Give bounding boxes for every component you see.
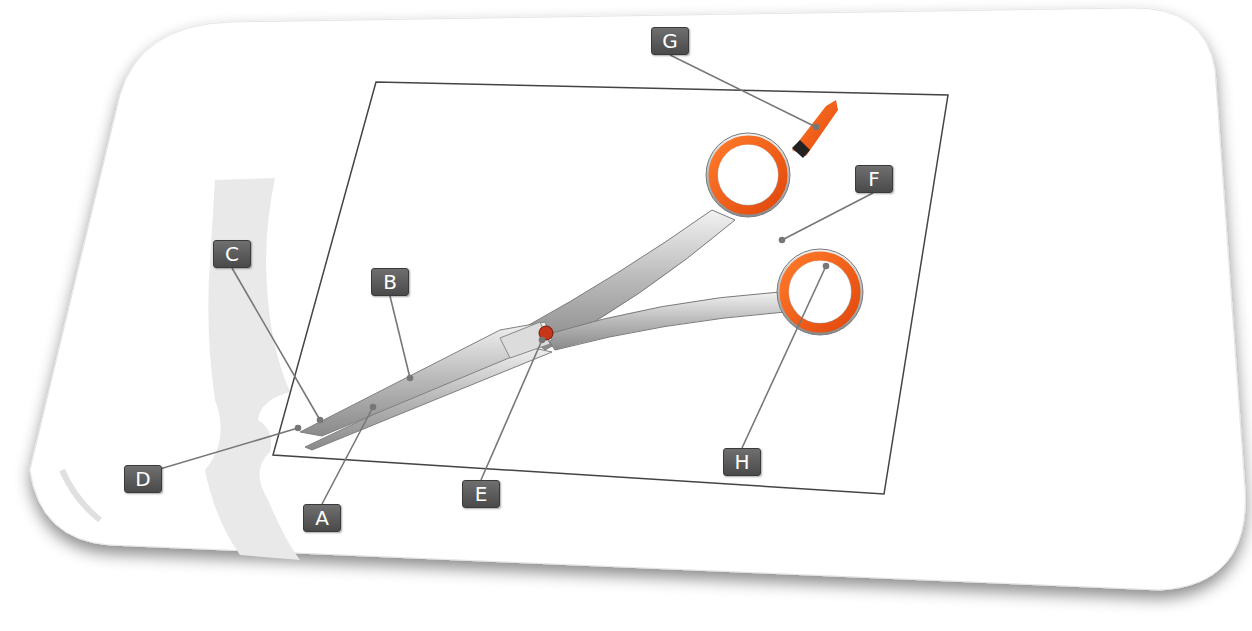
leader-line	[143, 428, 298, 474]
ring-opening	[718, 145, 778, 205]
leader-end	[371, 405, 376, 410]
callout-letter: D	[124, 465, 162, 493]
leader-lines	[143, 55, 873, 504]
callout-letter: H	[723, 448, 761, 476]
leader-line	[322, 407, 373, 504]
callout-letter: C	[213, 240, 251, 268]
leader-line	[782, 193, 873, 240]
callout-letter: F	[855, 165, 893, 193]
callout-letter: B	[371, 268, 409, 296]
upper-ring-insert	[713, 140, 783, 210]
finger-rest-base	[792, 140, 810, 158]
leader-line	[390, 296, 410, 378]
leader-line	[232, 268, 320, 420]
lower-shank	[545, 292, 785, 350]
leader-end	[824, 264, 829, 269]
callout-letter: G	[651, 27, 689, 55]
leader-end	[318, 418, 323, 423]
leader-line	[670, 55, 816, 127]
upper-finger-ring	[706, 133, 790, 217]
lower-blade	[305, 345, 552, 450]
ring-opening	[789, 261, 851, 323]
callout-letter: E	[462, 480, 500, 508]
upper-blade	[300, 322, 552, 436]
card-background	[30, 8, 1245, 590]
leader-end	[408, 376, 413, 381]
picture-frame	[273, 82, 948, 494]
callout-letter: A	[303, 504, 341, 532]
leader-end	[814, 125, 819, 130]
leader-end	[296, 426, 301, 431]
leader-line	[742, 266, 826, 448]
lower-ring-insert	[784, 256, 856, 328]
leader-end	[780, 238, 785, 243]
leader-end	[540, 338, 545, 343]
leader-line	[481, 340, 542, 480]
head-silhouette-detail	[62, 470, 100, 520]
head-silhouette	[205, 178, 300, 560]
lower-finger-ring	[777, 249, 863, 335]
